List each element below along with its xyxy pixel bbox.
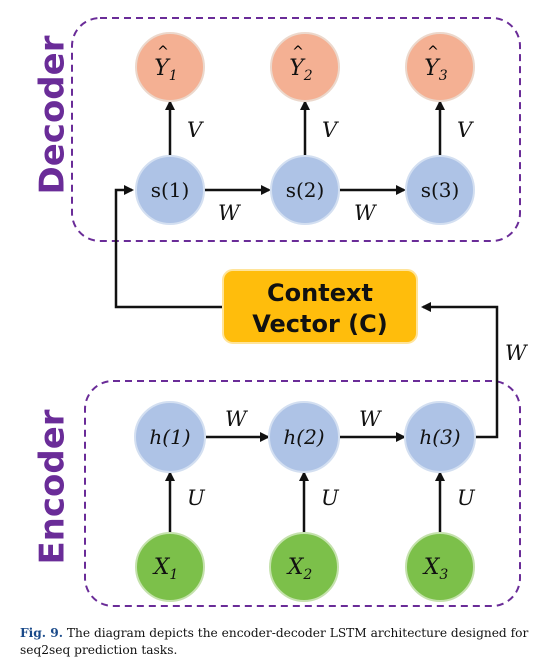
context-vector: Context Vector (C) xyxy=(222,269,418,344)
output-node-2: Y2 ^ xyxy=(270,32,340,102)
hat-icon: ^ xyxy=(427,44,439,60)
figure-caption: Fig. 9. The diagram depicts the encoder-… xyxy=(20,625,544,659)
figure-caption-text: The diagram depicts the encoder-decoder … xyxy=(20,626,529,657)
encoder-box xyxy=(84,380,521,607)
encoder-state-node-3: h(3) xyxy=(404,401,476,473)
svg-text:s(1): s(1) xyxy=(151,178,190,202)
svg-text:Context: Context xyxy=(267,279,373,307)
encoder-state-node-2: h(2) xyxy=(268,401,340,473)
svg-text:s(3): s(3) xyxy=(421,178,460,202)
encoder-label: Encoder xyxy=(33,409,73,564)
svg-text:h(1): h(1) xyxy=(149,425,190,449)
encoder-decoder-diagram: Decoder Encoder V V V W W W W W U U U Y1… xyxy=(33,17,529,607)
decoder-state-node-1: s(1) xyxy=(135,155,205,225)
svg-text:X3: X3 xyxy=(422,555,449,583)
decoder-state-node-2: s(2) xyxy=(270,155,340,225)
hat-icon: ^ xyxy=(292,44,304,60)
svg-text:h(3): h(3) xyxy=(419,425,460,449)
weight-w-dec-2: W xyxy=(354,201,378,225)
svg-text:Vector (C): Vector (C) xyxy=(252,310,387,338)
hat-icon: ^ xyxy=(157,44,169,60)
edge-h3-context xyxy=(421,302,499,439)
svg-text:h(2): h(2) xyxy=(283,425,324,449)
svg-text:Y3: Y3 xyxy=(424,56,448,84)
svg-text:Y1: Y1 xyxy=(154,56,177,84)
weight-w-context: W xyxy=(505,341,529,365)
edge-context-s1 xyxy=(114,185,223,309)
weight-w-enc-1: W xyxy=(225,407,249,431)
svg-text:s(2): s(2) xyxy=(286,178,325,202)
input-node-3: X3 xyxy=(405,532,475,602)
weight-v-1: V xyxy=(187,118,204,142)
input-node-1: X1 xyxy=(135,532,205,602)
figure-label: Fig. 9. xyxy=(20,626,64,640)
weight-u-2: U xyxy=(321,486,340,510)
decoder-box xyxy=(71,17,521,242)
weight-u-3: U xyxy=(457,486,476,510)
svg-text:Y2: Y2 xyxy=(289,56,313,84)
output-node-3: Y3 ^ xyxy=(405,32,475,102)
weight-v-3: V xyxy=(457,118,474,142)
decoder-state-node-3: s(3) xyxy=(405,155,475,225)
weight-w-dec-1: W xyxy=(218,201,242,225)
input-node-2: X2 xyxy=(269,532,339,602)
svg-text:X2: X2 xyxy=(286,555,313,583)
weight-v-2: V xyxy=(322,118,339,142)
output-node-1: Y1 ^ xyxy=(135,32,205,102)
weight-w-enc-2: W xyxy=(359,407,383,431)
weight-u-1: U xyxy=(187,486,206,510)
encoder-state-node-1: h(1) xyxy=(134,401,206,473)
svg-text:X1: X1 xyxy=(152,555,179,583)
decoder-label: Decoder xyxy=(33,35,73,194)
